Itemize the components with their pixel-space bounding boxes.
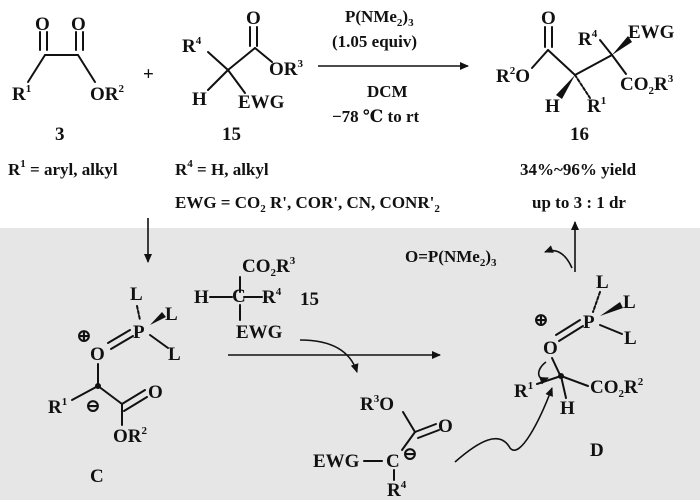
D-plus-charge: ⊕: [533, 310, 549, 331]
c16-oxygen-top: O: [541, 8, 556, 29]
c3-or2: OR2: [90, 83, 125, 105]
scope-r4: R4 = H, alkyl: [175, 158, 269, 179]
D-label: D: [590, 440, 604, 461]
c16-r2o: R2O: [496, 65, 530, 87]
yield-label: 34%~96% yield: [520, 160, 637, 179]
reagent-equiv: (1.05 equiv): [332, 32, 417, 51]
reaction-conditions: P(NMe2)3 (1.05 equiv) DCM −78 ℃ to rt: [318, 7, 469, 126]
enolate-r3o: R3O: [360, 393, 394, 415]
compound-3: O O R1 OR2 3: [12, 14, 125, 145]
enolate-anion: R3O O EWG C ⊖ R4: [313, 393, 453, 500]
c3-number: 3: [55, 124, 65, 145]
c3-oxygen-2: O: [71, 14, 86, 35]
D-co2r2: CO2R2: [590, 376, 644, 400]
C-r1: R1: [48, 396, 67, 418]
enolate-o2: O: [438, 416, 453, 437]
compound-15: R4 O OR3 H EWG 15: [182, 8, 304, 145]
scope-r1: R1 = aryl, alkyl: [8, 158, 118, 179]
enolate-minus: ⊖: [402, 444, 418, 465]
C-oxygen: O: [90, 344, 105, 365]
m15-r4: R4: [262, 286, 282, 308]
byproduct-label: O=P(NMe2)3: [405, 247, 497, 269]
reagent-phosphine: P(NMe2)3: [345, 7, 414, 29]
D-oxygen: O: [543, 338, 558, 359]
D-phosphorus: P: [583, 312, 595, 333]
C-label: C: [90, 466, 104, 487]
D-r1: R1: [514, 380, 533, 402]
c15-or3: OR3: [269, 58, 304, 80]
mechanism-panel: [0, 228, 700, 500]
c15-h: H: [192, 89, 207, 110]
c16-number: 16: [570, 124, 589, 145]
c16-h: H: [545, 96, 560, 117]
D-electron-arrow: [537, 361, 549, 385]
C-L-bottom: L: [168, 344, 181, 365]
scope-ewg: EWG = CO2 R', COR', CN, CONR'2: [175, 193, 440, 215]
D-L-right: L: [623, 292, 636, 313]
c3-r1: R1: [12, 83, 31, 105]
compound-16: O R2O H R1 R4 EWG CO2R3 16: [496, 8, 675, 145]
c16-co2r3: CO2R3: [620, 73, 674, 97]
c16-r4: R4: [578, 28, 598, 50]
D-L-bottom: L: [624, 328, 637, 349]
C-phosphorus: P: [133, 322, 145, 343]
solvent-label: DCM: [367, 82, 408, 101]
D-L-top: L: [596, 272, 609, 293]
c16-r1: R1: [587, 95, 606, 117]
m15-h: H: [194, 287, 209, 308]
c16-ewg: EWG: [628, 22, 675, 43]
intermediate-D: L P L L O ⊕ R1 CO2R2 H D: [514, 272, 644, 461]
intermediate-C: L P L L O ⊕ R1 ⊖ O OR2 C: [48, 284, 181, 487]
temperature-label: −78 ℃ to rt: [332, 107, 420, 126]
m15-ewg: EWG: [236, 322, 283, 343]
enolate-carbon: C: [386, 451, 400, 472]
c15-r4: R4: [182, 35, 202, 57]
c15-number: 15: [222, 124, 241, 145]
attack-arrow: [454, 387, 553, 463]
enolate-r4: R4: [387, 479, 407, 500]
byproduct-arrow: [544, 245, 573, 269]
dr-label: up to 3 : 1 dr: [532, 193, 626, 212]
C-plus-charge: ⊕: [76, 326, 92, 347]
m15-carbon: C: [232, 286, 246, 307]
c15-ewg: EWG: [238, 92, 285, 113]
enolate-ewg: EWG: [313, 451, 360, 472]
C-minus-charge: ⊖: [85, 396, 101, 417]
mechanism-reagent-15: CO2R3 H C R4 EWG 15: [194, 255, 319, 343]
c15-oxygen: O: [246, 8, 261, 29]
C-L-top: L: [130, 284, 143, 305]
deprotonation-arrow: [299, 339, 359, 373]
C-oxygen-carbonyl: O: [148, 382, 163, 403]
plus-sign: +: [143, 64, 154, 85]
D-h: H: [560, 398, 575, 419]
c3-oxygen-1: O: [35, 14, 50, 35]
m15-co2r3: CO2R3: [242, 255, 296, 279]
scope-text: R1 = aryl, alkyl R4 = H, alkyl EWG = CO2…: [8, 158, 637, 215]
m15-number: 15: [300, 289, 319, 310]
C-L-right: L: [165, 304, 178, 325]
C-or2: OR2: [113, 425, 148, 447]
